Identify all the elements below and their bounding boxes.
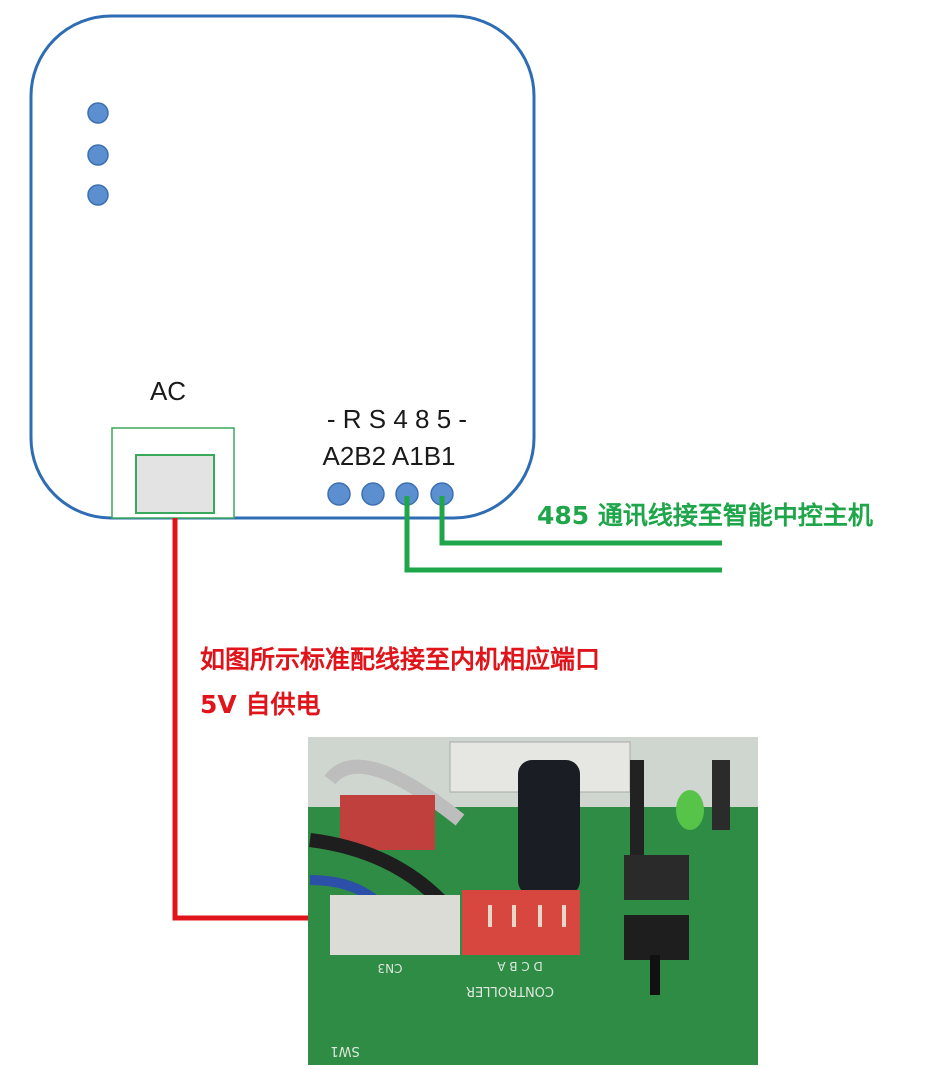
board-photo: CONTROLLER D C B A CN3 SW1 [308,737,758,1065]
wiring-note: 如图所示标准配线接至内机相应端口 [200,645,600,674]
power-note: 5V 自供电 [200,690,320,719]
module-outline [29,14,536,520]
rs485-note: 485 通讯线接至智能中控主机 [537,501,873,530]
cn-label: CN3 [378,961,403,975]
ac-port-inner [135,454,215,514]
indicator-dots [87,102,109,206]
rs485-wire-b1 [439,496,722,546]
controller-label: CONTROLLER [466,983,554,998]
indicator-dot [87,184,109,206]
pin-labels: D C B A [496,959,542,973]
rs485-wire-a1 [404,496,722,573]
indicator-dot [87,144,109,166]
terminal-b2 [361,482,385,506]
rs485-label: - R S 4 8 5 - [327,404,467,434]
terminal-label: A2B2 A1B1 [323,441,456,471]
terminal-a2 [327,482,351,506]
indicator-dot [87,102,109,124]
terminals [327,482,454,506]
sw-label: SW1 [330,1043,359,1058]
ac-label: AC [150,376,186,406]
